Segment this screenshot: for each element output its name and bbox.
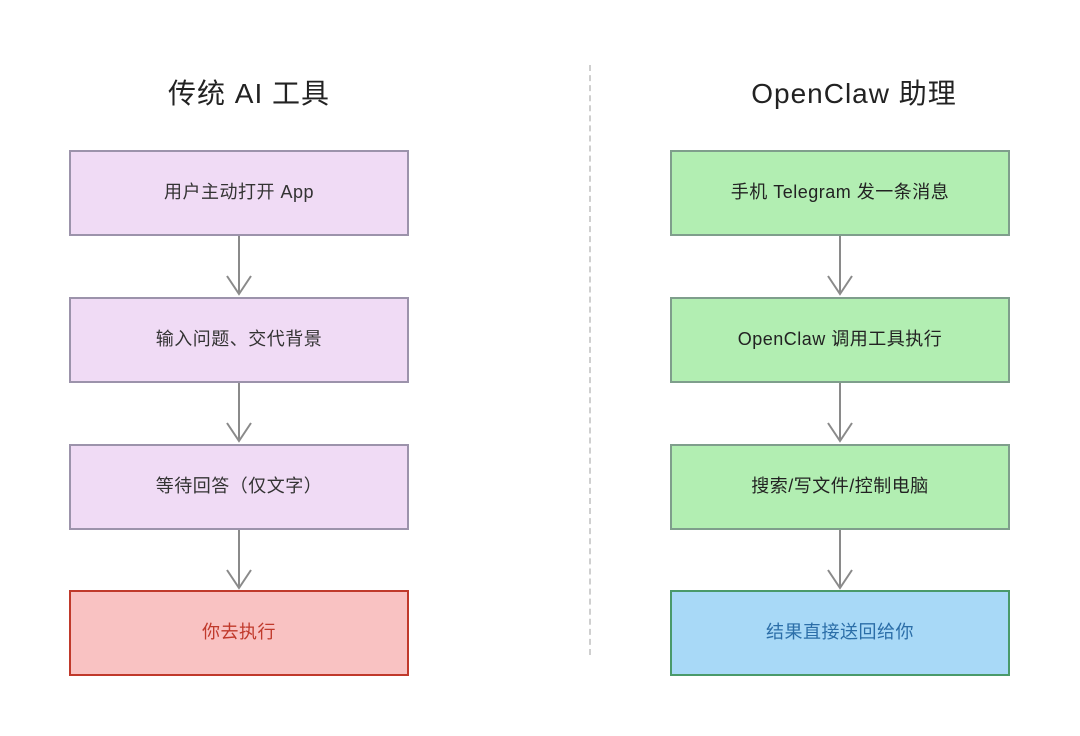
node-openclaw-1[interactable]: 手机 Telegram 发一条消息 [670,150,1010,236]
column-divider [589,65,591,655]
column-title-openclaw: OpenClaw 助理 [751,78,957,109]
arrow-down-icon [820,530,860,592]
arrow-down-icon [820,236,860,298]
column-openclaw: OpenClaw 助理 手机 Telegram 发一条消息 OpenClaw 调… [600,0,1080,736]
node-traditional-3[interactable]: 等待回答（仅文字） [69,444,409,530]
node-traditional-4[interactable]: 你去执行 [69,590,409,676]
node-openclaw-3[interactable]: 搜索/写文件/控制电脑 [670,444,1010,530]
node-traditional-2[interactable]: 输入问题、交代背景 [69,297,409,383]
arrow-down-icon [820,383,860,445]
arrow-down-icon [219,530,259,592]
node-openclaw-2[interactable]: OpenClaw 调用工具执行 [670,297,1010,383]
node-openclaw-4[interactable]: 结果直接送回给你 [670,590,1010,676]
node-traditional-1[interactable]: 用户主动打开 App [69,150,409,236]
column-traditional: 传统 AI 工具 用户主动打开 App 输入问题、交代背景 等待回答（仅文字） … [30,0,510,736]
arrow-down-icon [219,236,259,298]
column-title-traditional: 传统 AI 工具 [167,78,330,109]
arrow-down-icon [219,383,259,445]
